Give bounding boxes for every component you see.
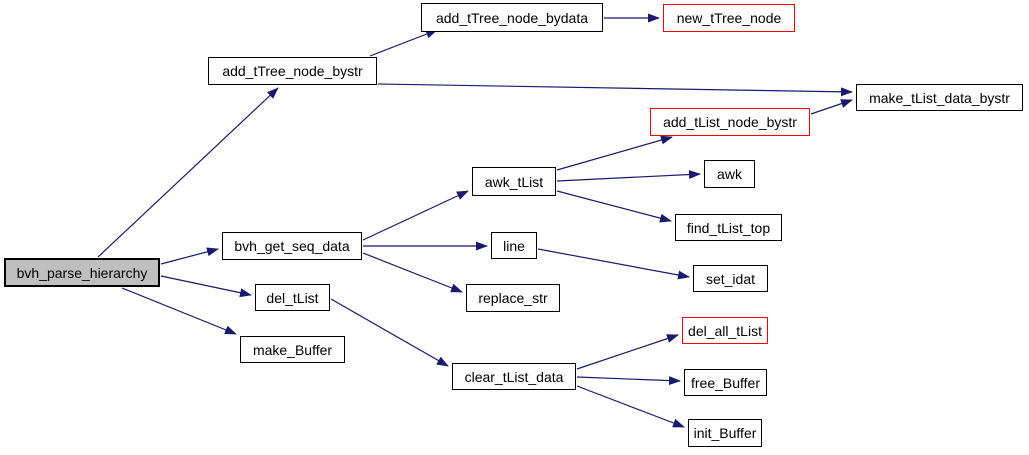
- edge-awk_tList-to-awk: [556, 170, 701, 182]
- node-find_tList_top[interactable]: find_tList_top: [675, 214, 782, 241]
- node-bvh_get_seq_data[interactable]: bvh_get_seq_data: [222, 232, 362, 260]
- edge-clear_tList_data-to-free_Buffer: [576, 376, 681, 386]
- node-add_tTree_node_bystr[interactable]: add_tTree_node_bystr: [208, 57, 377, 85]
- edge-clear_tList_data-to-del_all_tList: [576, 334, 679, 370]
- edge-add_tTree_node_bystr-to-add_tTree_node_bydata: [369, 29, 438, 57]
- node-init_Buffer[interactable]: init_Buffer: [688, 419, 762, 447]
- node-clear_tList_data[interactable]: clear_tList_data: [452, 363, 576, 390]
- node-make_Buffer[interactable]: make_Buffer: [240, 336, 345, 363]
- edge-bvh_get_seq_data-to-replace_str: [362, 252, 463, 293]
- node-line[interactable]: line: [491, 232, 537, 259]
- node-awk[interactable]: awk: [704, 160, 755, 188]
- node-replace_str[interactable]: replace_str: [466, 284, 560, 312]
- edge-clear_tList_data-to-init_Buffer: [576, 385, 685, 428]
- edge-bvh_get_seq_data-to-awk_tList: [362, 190, 469, 241]
- node-awk_tList[interactable]: awk_tList: [472, 167, 556, 196]
- edge-add_tTree_node_bystr-to-make_tList_data_bystr: [377, 83, 853, 97]
- node-make_tList_data_bystr[interactable]: make_tList_data_bystr: [856, 84, 1023, 111]
- node-del_all_tList[interactable]: del_all_tList: [682, 317, 768, 344]
- node-add_tTree_node_bydata[interactable]: add_tTree_node_bydata: [421, 3, 603, 32]
- edge-bvh_parse_hierarchy-to-make_Buffer: [121, 287, 237, 335]
- node-del_tList[interactable]: del_tList: [255, 284, 330, 311]
- edge-del_tList-to-clear_tList_data: [330, 298, 449, 367]
- node-add_tList_node_bystr[interactable]: add_tList_node_bystr: [650, 108, 810, 136]
- edge-bvh_parse_hierarchy-to-add_tTree_node_bystr: [97, 87, 279, 258]
- edge-add_tList_node_bystr-to-make_tList_data_bystr: [810, 99, 853, 115]
- node-set_idat[interactable]: set_idat: [693, 265, 768, 292]
- edge-awk_tList-to-add_tList_node_bystr: [556, 135, 673, 171]
- edge-awk_tList-to-find_tList_top: [556, 190, 672, 223]
- edge-line-to-set_idat: [537, 248, 690, 280]
- edge-bvh_parse_hierarchy-to-bvh_get_seq_data: [160, 247, 219, 265]
- node-new_tTree_node[interactable]: new_tTree_node: [663, 4, 795, 32]
- node-bvh_parse_hierarchy: bvh_parse_hierarchy: [4, 258, 160, 287]
- node-free_Buffer[interactable]: free_Buffer: [684, 369, 767, 396]
- edge-bvh_parse_hierarchy-to-del_tList: [160, 275, 252, 298]
